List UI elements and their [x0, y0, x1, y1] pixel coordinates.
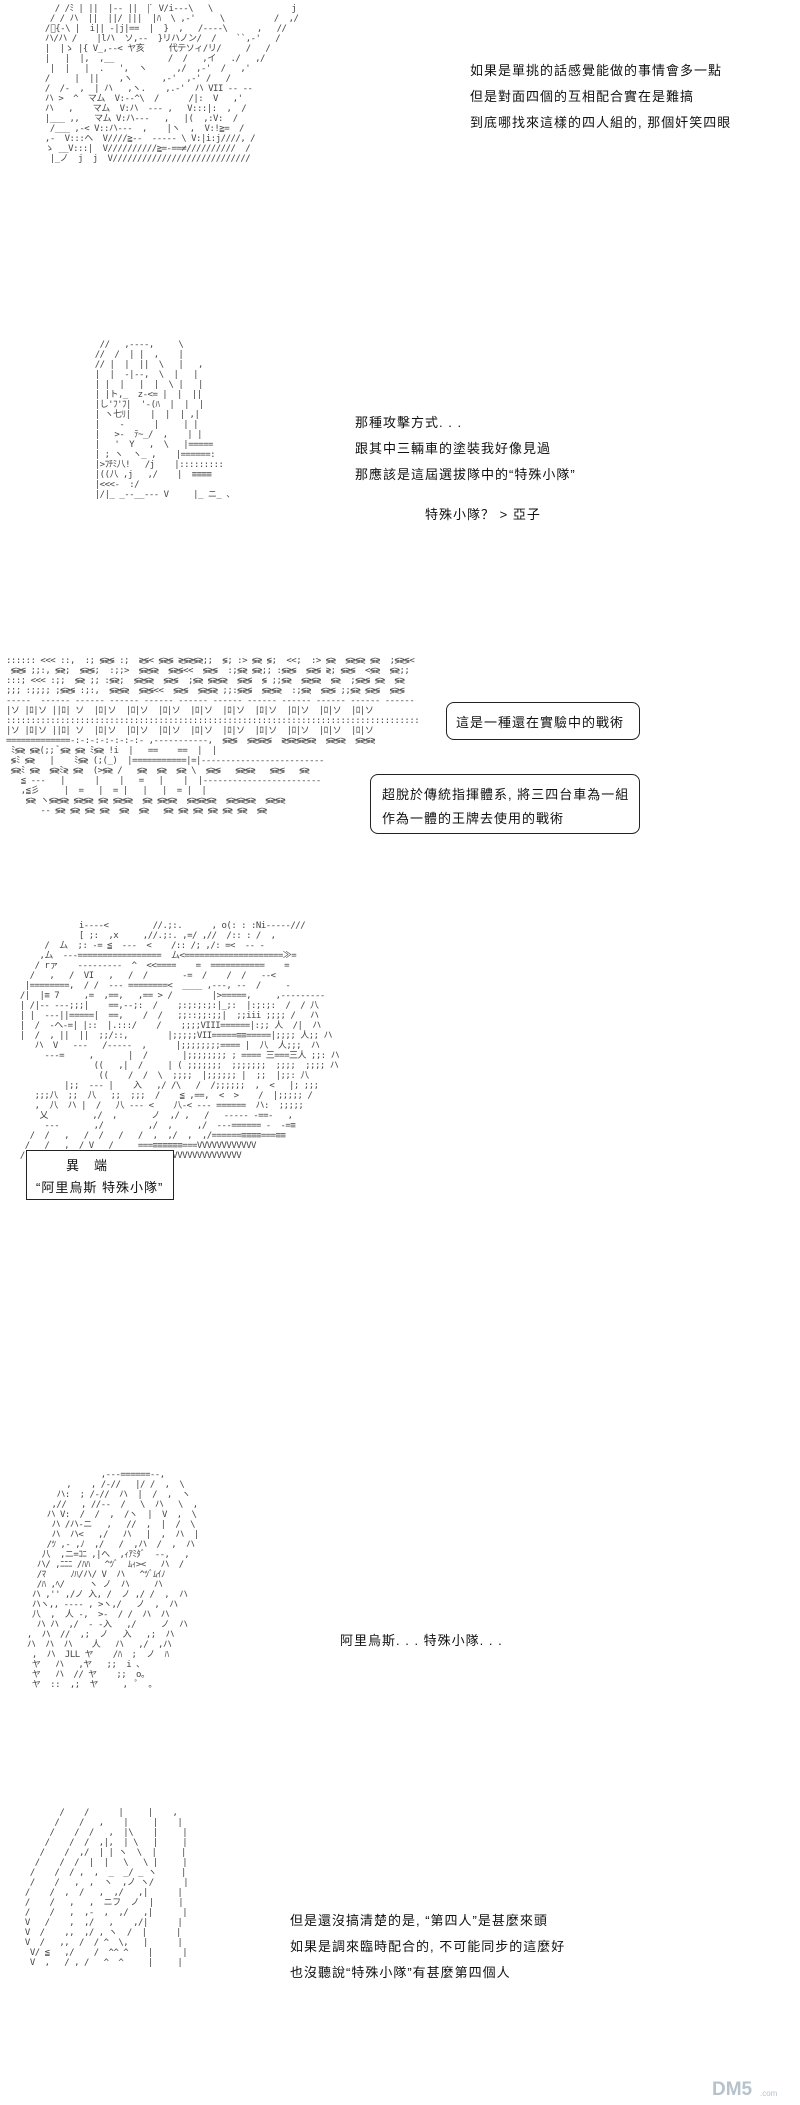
panel-6: / / | | , / / , | | | / / / , |\ | | / /…	[0, 1800, 800, 2105]
watermark-suffix: .com	[760, 2089, 778, 2098]
dialogue-line-7: 特殊小隊？ > 亞子	[425, 507, 541, 522]
dialogue-line-2: 但是對面四個的互相配合實在是難搞	[470, 89, 695, 104]
dialogue-line-8: 阿里烏斯. . . 特殊小隊. . .	[340, 1633, 503, 1648]
caption-line-2: “阿里烏斯 特殊小隊”	[36, 1180, 164, 1195]
speech-bubble-1	[446, 702, 640, 740]
dm5-watermark-logo: DM5 .com	[712, 2079, 778, 2099]
ascii-art-dramatic-scene: i----< //.;:. , o(: : :Ni-----/// [ ;: ,…	[19, 921, 340, 1161]
bubble-text-2a: 超脫於傳統指揮體系, 將三四台車為一組	[382, 787, 630, 802]
ascii-art-figure-2: // ,----, \ // / | | , | // | | || \ | ,…	[80, 340, 235, 500]
dialogue-line-9: 但是還沒搞清楚的是, “第四人”是甚麼來頭	[290, 1913, 548, 1928]
bubble-text-2b: 作為一體的王牌去使用的戰術	[382, 811, 565, 826]
dialogue-line-5: 跟其中三輛車的塗裝我好像見過	[355, 441, 552, 456]
dialogue-line-6: 那應該是這屆選拔隊中的“特殊小隊”	[355, 467, 576, 482]
panel-2: // ,----, \ // / | | , | // | | || \ | ,…	[0, 330, 800, 630]
bubble-text-1: 這是一種還在實驗中的戰術	[456, 715, 625, 730]
panel-3: :::::: <<< ::, :; ≶≷≶ :; ≷≶< ≶≷≶ ≷≶≷≶≷;;…	[0, 650, 800, 900]
panel-1: / /ﾐ | || |-- || |ﾞ V/i---\ \ j / / ハ ||…	[0, 0, 800, 290]
ascii-art-figure-6: / / | | , / / , | | | / / / , |\ | | / /…	[24, 1808, 189, 1968]
dialogue-line-1: 如果是單挑的話感覺能做的事情會多一點	[470, 63, 723, 78]
ascii-art-tank-battle: :::::: <<< ::, :; ≶≷≶ :; ≷≶< ≶≷≶ ≷≶≷≶≷;;…	[6, 656, 420, 816]
speech-bubble-2	[370, 774, 640, 834]
ascii-art-figure-1: / /ﾐ | || |-- || |ﾞ V/i---\ \ j / / ハ ||…	[44, 4, 299, 164]
panel-4: i----< //.;:. , o(: : :Ni-----/// [ ;: ,…	[0, 915, 800, 1460]
panel-5: ,---======--, , , /-// |/ / , \ ハ: ; /-/…	[0, 1460, 800, 1800]
dialogue-line-11: 也沒聽說“特殊小隊”有甚麼第四個人	[290, 1965, 511, 1980]
ascii-art-figure-5: ,---======--, , , /-// |/ / , \ ハ: ; /-/…	[26, 1470, 199, 1690]
caption-box	[26, 1150, 174, 1200]
dialogue-line-3: 到底哪找來這樣的四人組的, 那個奸笑四眼	[470, 115, 732, 130]
caption-line-1: 異 端	[66, 1158, 109, 1173]
dialogue-line-10: 如果是調來臨時配合的, 不可能同步的這麼好	[290, 1939, 566, 1954]
dialogue-line-4: 那種攻擊方式. . .	[355, 415, 463, 430]
watermark-brand: DM5	[712, 2079, 753, 2099]
